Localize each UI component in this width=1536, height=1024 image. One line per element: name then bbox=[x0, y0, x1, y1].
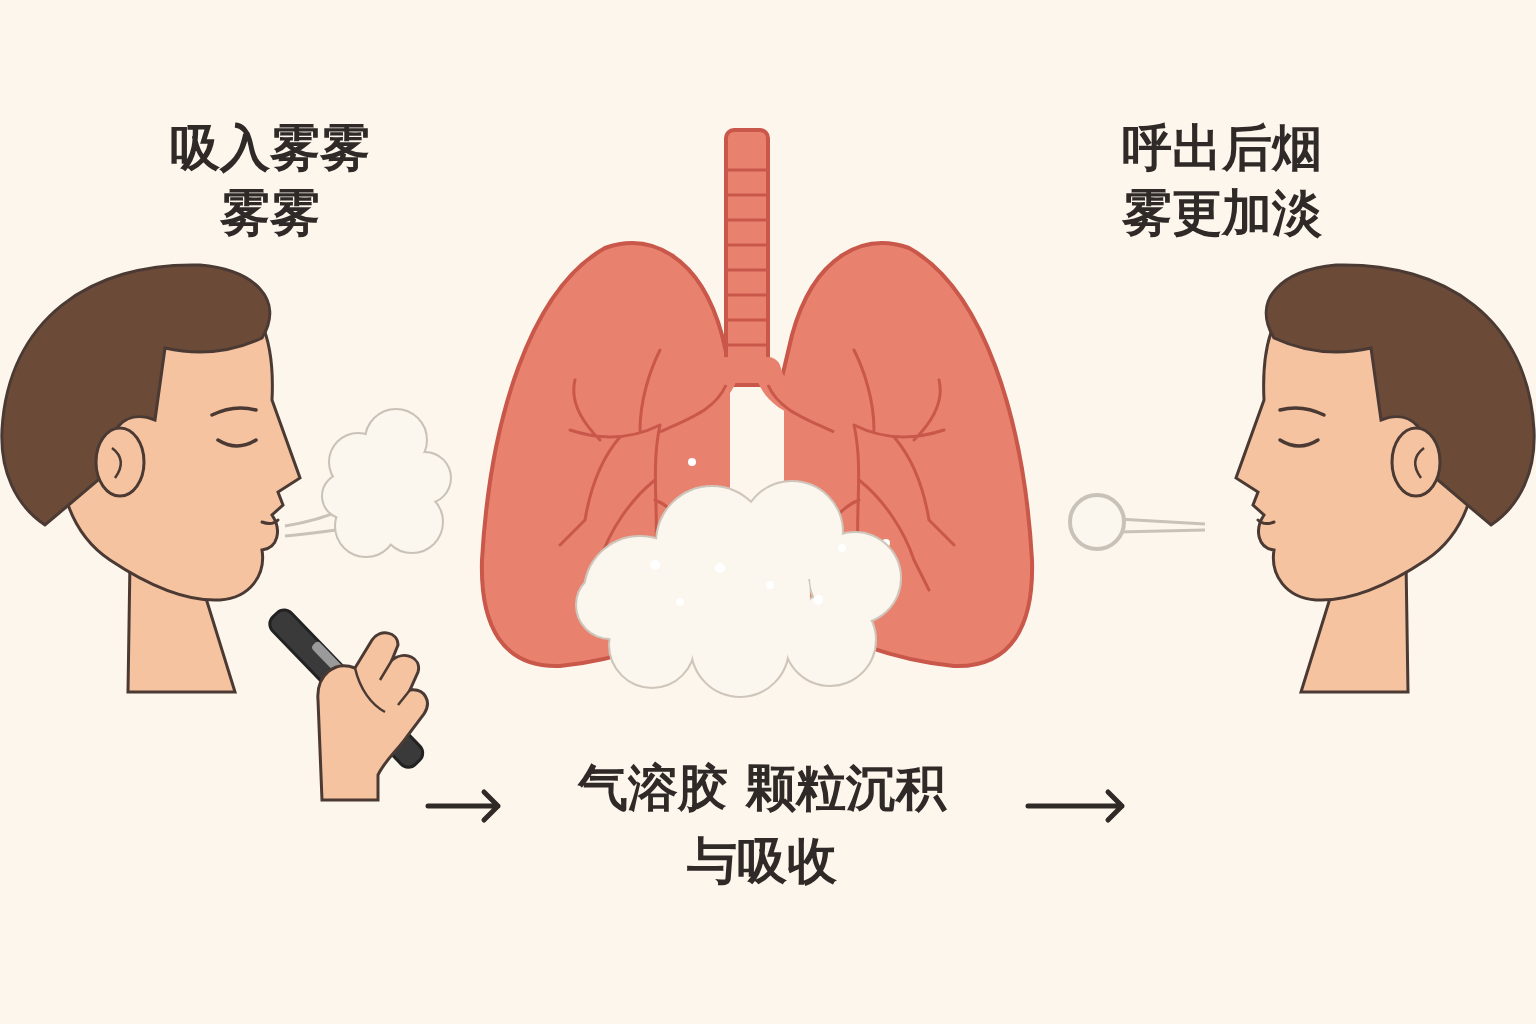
trachea bbox=[726, 130, 768, 385]
bronchi bbox=[655, 370, 839, 420]
flow-arrow bbox=[428, 792, 498, 820]
right-person bbox=[1236, 265, 1534, 692]
exhale-cloud bbox=[1070, 495, 1124, 549]
flow-arrow bbox=[1028, 792, 1122, 820]
trachea-rings bbox=[728, 170, 766, 345]
cloud-fill bbox=[577, 482, 900, 696]
bronchi-outline bbox=[660, 385, 834, 432]
cloud-fill bbox=[323, 410, 450, 556]
left-person bbox=[2, 265, 300, 692]
cloud-outline bbox=[577, 482, 900, 696]
smoke-puff bbox=[285, 410, 450, 556]
cloud-outline bbox=[323, 410, 450, 556]
cloud-dots bbox=[650, 544, 846, 606]
hand bbox=[318, 633, 427, 800]
caption-label: 气溶胶 颗粒沉积 与吸收 bbox=[547, 752, 977, 897]
hand-shape bbox=[318, 633, 427, 800]
aerosol-cloud bbox=[577, 482, 900, 696]
exhale-puff bbox=[1070, 495, 1205, 549]
finger-lines bbox=[355, 660, 410, 712]
lungs bbox=[482, 130, 1032, 666]
right-lung bbox=[779, 243, 1032, 666]
caption-label: 呼出后烟 雾更加淡 bbox=[1097, 116, 1347, 246]
exhale-stream bbox=[1118, 519, 1205, 532]
caption-label: 吸入雾雾 雾雾 bbox=[145, 116, 395, 246]
